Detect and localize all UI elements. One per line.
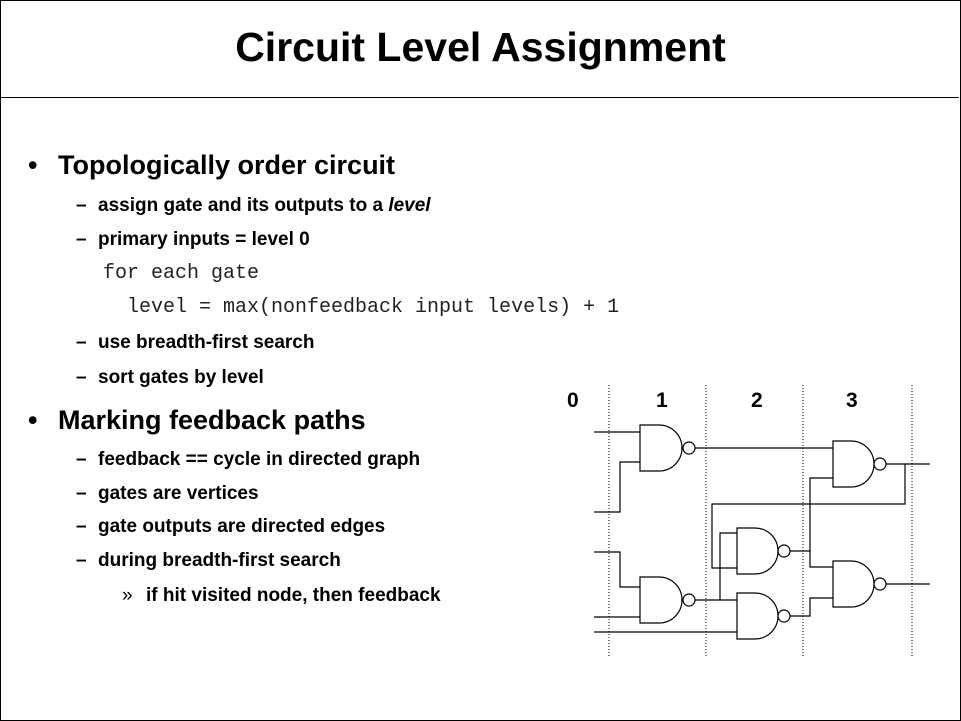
sub-item-text: use breadth-first search [98,332,315,353]
sub-item-vertices: –gates are vertices [76,482,259,506]
inversion-bubble-a [682,441,696,455]
sub-item-text: during breadth-first search [98,550,341,571]
inversion-bubble-c [777,544,791,558]
level-label-0: 0 [567,389,579,412]
bullet-text: Marking feedback paths [58,405,366,435]
sub-item-text: gate outputs are directed edges [98,516,386,537]
inversion-bubble-f [873,577,887,591]
nand-gate-c [736,527,779,575]
nand-gate-a [639,424,683,472]
sub-item-sort-gates: –sort gates by level [76,366,264,390]
sub-sub-item-visited-node: » if hit visited node, then feedback [122,584,441,608]
sub-item-bfs: –use breadth-first search [76,331,314,355]
circuit-wires [594,431,930,633]
bullet-text: Topologically order circuit [58,150,396,180]
code-line-level-formula: level = max(nonfeedback input levels) + … [127,296,620,319]
bullet-topological-order: • Topologically order circuit [28,149,395,181]
sub-item-assign-level: –assign gate and its outputs to a level [76,194,431,218]
dash-marker: – [76,449,87,470]
level-label-2: 2 [751,389,763,412]
dash-marker: – [76,483,87,504]
code-line-for-each-gate: for each gate [103,262,260,285]
sub-item-during-bfs: –during breadth-first search [76,549,341,573]
sub-item-text: sort gates by level [98,367,264,388]
inversion-bubble-d [777,609,791,623]
nand-gate-f [832,560,875,608]
sub-item-text: feedback == cycle in directed graph [98,449,421,470]
dash-marker: – [76,195,87,216]
sub-item-primary-inputs: –primary inputs = level 0 [76,228,310,252]
nand-gate-e [832,440,875,488]
raquo-marker: » [122,585,133,606]
dash-marker: – [76,332,87,353]
level-divider-lines [608,385,913,656]
dash-marker: – [76,367,87,388]
level-label-3: 3 [846,389,858,412]
sub-item-feedback-cycle: –feedback == cycle in directed graph [76,448,420,472]
inversion-bubble-e [873,457,887,471]
bullet-feedback-paths: • Marking feedback paths [28,404,366,436]
bullet-marker: • [28,150,38,180]
dash-marker: – [76,516,87,537]
emphasized-word: level [388,195,431,216]
title-bar [0,0,959,98]
sub-item-text: if hit visited node, then feedback [146,585,441,606]
sub-item-text: primary inputs = level 0 [98,229,310,250]
nand-gate-d [736,592,779,640]
bullet-marker: • [28,405,38,435]
dash-marker: – [76,550,87,571]
sub-item-directed-edges: –gate outputs are directed edges [76,515,385,539]
nand-gate-b [639,576,683,624]
dash-marker: – [76,229,87,250]
slide-title: Circuit Level Assignment [235,24,726,70]
level-label-1: 1 [656,389,668,412]
sub-item-text: assign gate and its outputs to a [98,195,389,216]
inversion-bubble-b [682,593,696,607]
sub-item-text: gates are vertices [98,483,259,504]
